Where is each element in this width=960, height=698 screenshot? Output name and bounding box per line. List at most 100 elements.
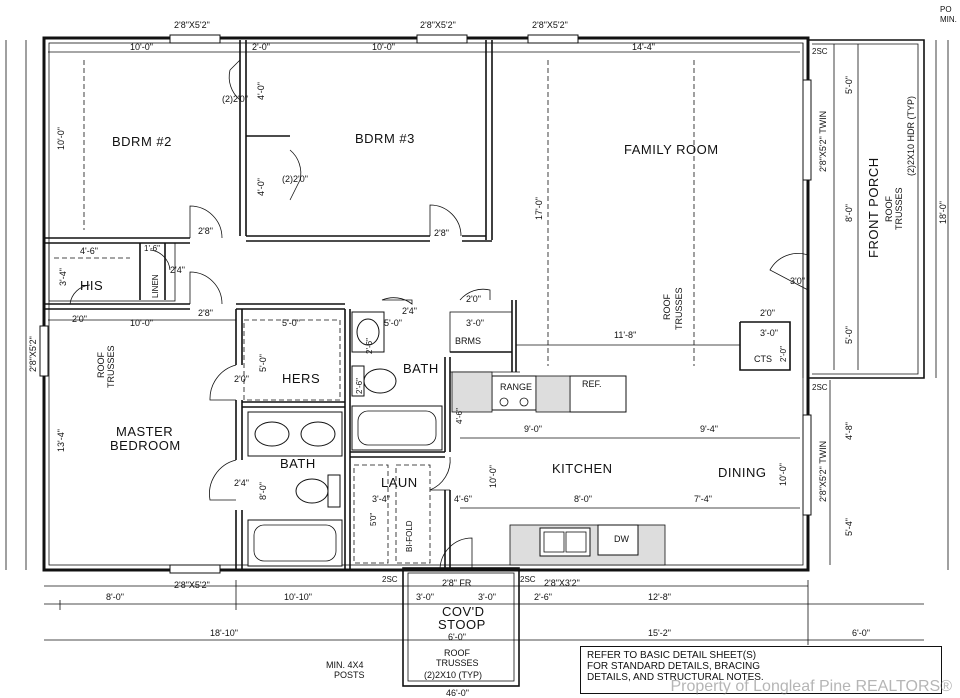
- dim-top-b2: 10'-0": [130, 42, 153, 52]
- dim-door-b2: 2'8": [198, 226, 213, 236]
- label-brms: BRMS: [455, 336, 481, 346]
- dim-roof-1: ROOF: [662, 293, 672, 320]
- detail-notes: REFER TO BASIC DETAIL SHEET(S) FOR STAND…: [580, 646, 942, 694]
- dim-door-m: 2'8": [198, 308, 213, 318]
- label-hers: HERS: [282, 371, 320, 386]
- dim-porch-min: MIN.: [940, 15, 957, 24]
- dim-sc3: 2SC: [382, 575, 398, 584]
- dim-laun-34: 3'-4": [372, 494, 390, 504]
- label-ref: REF.: [582, 379, 602, 389]
- dim-bath-5: 5'-0": [384, 318, 402, 328]
- dim-closet-4b: 4'-0": [256, 178, 266, 196]
- label-stoop-1: COV'D: [442, 604, 485, 619]
- dim-closet-b: (2)2'0": [282, 174, 308, 184]
- dim-his-2: 2'0": [72, 314, 87, 324]
- note-line-2: FOR STANDARD DETAILS, BRACING: [587, 661, 760, 672]
- dim-b-128: 12'-8": [648, 592, 671, 602]
- dim-laun-50: 5'0": [369, 513, 378, 526]
- dim-b-30b: 3'-0": [478, 592, 496, 602]
- dim-posts-1: MIN. 4X4: [326, 660, 364, 670]
- dim-win-left: 2'8"X5'2": [28, 336, 38, 372]
- dim-closet-a: (2)2'0": [222, 94, 248, 104]
- label-bdrm3: BDRM #3: [355, 131, 415, 146]
- dim-hers-5v: 5'-0": [258, 354, 268, 372]
- dim-porch-18: 18'-0": [938, 201, 948, 224]
- dim-m-10: 10'-0": [130, 318, 153, 328]
- label-front-porch: FRONT PORCH: [866, 157, 881, 258]
- dim-cts-30: 3'-0": [760, 328, 778, 338]
- dim-sc1: 2SC: [812, 47, 828, 56]
- dim-cts-20v: 2'-0": [779, 346, 788, 362]
- dimension-lines: [5, 40, 949, 687]
- dim-cts-20: 2'0": [760, 308, 775, 318]
- label-bdrm2: BDRM #2: [112, 134, 172, 149]
- dim-m-trusses: TRUSSES: [106, 345, 116, 388]
- label-dining: DINING: [718, 465, 767, 480]
- dim-k-90: 9'-0": [524, 424, 542, 434]
- dim-sc2: 2SC: [812, 383, 828, 392]
- dim-his-4: 4'-6": [80, 246, 98, 256]
- dim-k-74: 7'-4": [694, 494, 712, 504]
- dim-b-28x32: 2'8"X3'2": [544, 578, 580, 588]
- dim-door-b3: 2'8": [434, 228, 449, 238]
- label-stoop-2: STOOP: [438, 617, 486, 632]
- dim-b-1010: 10'-10": [284, 592, 312, 602]
- dim-b2-height: 10'-0": [56, 127, 66, 150]
- dim-bath-24: 2'4": [402, 306, 417, 316]
- room-labels: BDRM #2 BDRM #3 FAMILY ROOM HIS LINEN HE…: [80, 131, 881, 632]
- dim-k-48: 4'-8": [844, 422, 854, 440]
- interior-walls: [44, 40, 804, 570]
- dim-hdr: (2)2X10 HDR (TYP): [906, 96, 916, 176]
- dim-hers-5: 5'-0": [282, 318, 300, 328]
- dim-porch-top: PO: [940, 5, 952, 14]
- dim-win-top2: 2'8"X5'2": [420, 20, 456, 30]
- dim-b-60: 6'-0": [448, 632, 466, 642]
- note-line-1: REFER TO BASIC DETAIL SHEET(S): [587, 650, 757, 661]
- watermark: Property of Longleaf Pine REALTORS®: [670, 678, 952, 695]
- dim-top-closet: 2'-0": [252, 42, 270, 52]
- dim-twin-a: 2'8"X5'2" TWIN: [818, 111, 828, 172]
- dim-win-top1: 2'8"X5'2": [174, 20, 210, 30]
- dim-linen-1: 1'-6": [144, 244, 160, 253]
- dim-brms-20: 2'0": [466, 294, 481, 304]
- label-master-1: MASTER: [116, 424, 173, 439]
- dim-lb-24: 2'4": [234, 478, 249, 488]
- dim-b-60r: 6'-0": [852, 628, 870, 638]
- dim-k-80: 8'-0": [574, 494, 592, 504]
- dim-b-28fr: 2'8" FR: [442, 578, 472, 588]
- dim-his-3: 3'-4": [58, 268, 68, 286]
- dim-top-family: 14'-4": [632, 42, 655, 52]
- dim-twin-b: 2'8"X5'2" TWIN: [818, 441, 828, 502]
- dim-top-b3: 10'-0": [372, 42, 395, 52]
- dim-b-460: 46'-0": [446, 688, 469, 698]
- dim-k-100r: 10'-0": [778, 463, 788, 486]
- dimension-labels: 2'8"X5'2" 2'8"X5'2" 2'8"X5'2" 10'-0" 2'-…: [28, 5, 957, 698]
- dim-bath-26: 2'-6": [365, 338, 374, 354]
- dim-b-80: 8'-0": [106, 592, 124, 602]
- dim-b-30a: 3'-0": [416, 592, 434, 602]
- label-range: RANGE: [500, 382, 532, 392]
- label-linen: LINEN: [151, 274, 160, 298]
- label-cts: CTS: [754, 354, 772, 364]
- dim-porch-roof: ROOF: [884, 195, 894, 222]
- dim-porch-5a: 5'-0": [844, 76, 854, 94]
- dim-porch-trusses: TRUSSES: [894, 187, 904, 230]
- dim-k-46: 4'-6": [455, 408, 464, 424]
- dim-door-30: 3'0": [790, 276, 805, 286]
- dim-k-94: 9'-4": [700, 424, 718, 434]
- dim-win-bot: 2'8"X5'2": [174, 580, 210, 590]
- dim-posts-2: POSTS: [334, 670, 365, 680]
- dim-lb-80: 8'-0": [258, 482, 268, 500]
- dim-stoop-trusses: TRUSSES: [436, 658, 479, 668]
- dim-porch-5b: 5'-0": [844, 326, 854, 344]
- label-master-2: BEDROOM: [110, 438, 181, 453]
- label-laundry: LAUN: [381, 475, 418, 490]
- dim-brms-30: 3'-0": [466, 318, 484, 328]
- dim-win-top3: 2'8"X5'2": [532, 20, 568, 30]
- label-family-room: FAMILY ROOM: [624, 142, 719, 157]
- dim-b-152: 15'-2": [648, 628, 671, 638]
- dim-k-54: 5'-4": [844, 518, 854, 536]
- label-dw: DW: [614, 534, 629, 544]
- dim-family-height: 17'-0": [534, 197, 544, 220]
